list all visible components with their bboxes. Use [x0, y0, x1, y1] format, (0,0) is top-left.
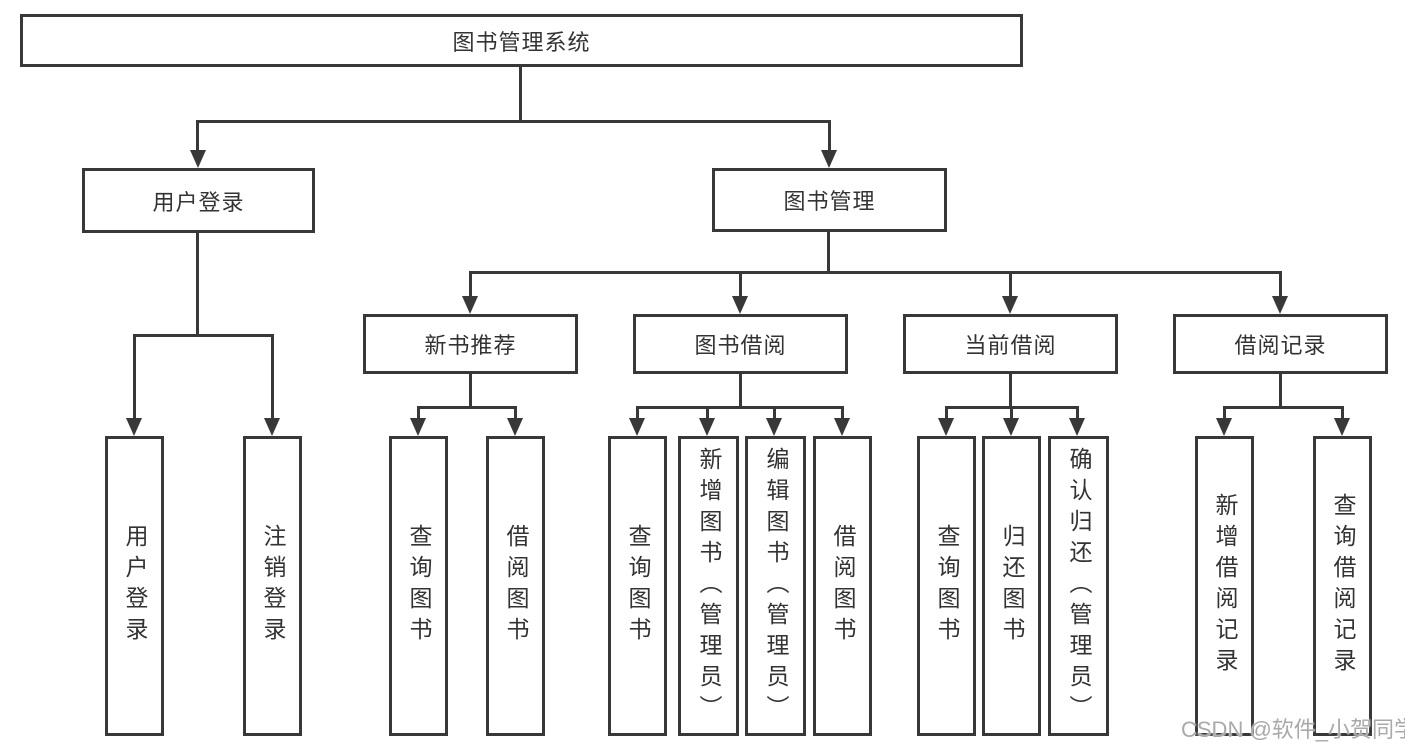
connector-drop-new-book	[469, 271, 472, 298]
connector-drop-borrow-record	[1279, 271, 1282, 298]
connector-user-login-stem	[196, 233, 199, 337]
arrow-down-icon	[938, 418, 954, 436]
leaf-add-book-admin: 新增图书（管理员）	[678, 436, 739, 736]
leaf-borrow-books-recommend: 借阅图书	[486, 436, 545, 736]
connector-new-book-bar	[417, 406, 517, 409]
arrow-down-icon	[264, 418, 280, 436]
arrow-down-icon	[1069, 418, 1085, 436]
connector-current-borrow-stem	[1009, 372, 1012, 409]
leaf-label: 借阅图书	[503, 524, 529, 648]
leaf-edit-book-admin: 编辑图书（管理员）	[745, 436, 806, 736]
connector-drop	[417, 406, 420, 420]
arrow-down-icon	[190, 150, 206, 168]
node-book-borrowing: 图书借阅	[633, 314, 848, 374]
arrow-down-icon	[1003, 418, 1019, 436]
connector-drop	[945, 406, 948, 420]
connector-drop	[1076, 406, 1079, 420]
arrow-down-icon	[126, 418, 142, 436]
connector-drop-leaf-user-login	[133, 334, 136, 420]
node-label: 借阅记录	[1234, 333, 1327, 358]
leaf-return-books: 归还图书	[982, 436, 1041, 736]
connector-book-borrow-bar	[636, 406, 844, 409]
leaf-query-books-current: 查询图书	[917, 436, 976, 736]
leaf-label: 新增借阅记录	[1212, 493, 1238, 679]
connector-root-stem	[519, 67, 522, 122]
leaf-label: 用户登录	[122, 524, 148, 648]
arrow-down-icon	[1216, 418, 1232, 436]
leaf-query-books-recommend: 查询图书	[389, 436, 448, 736]
leaf-label: 查询图书	[406, 524, 432, 648]
connector-book-mgmt-bar	[469, 271, 1282, 274]
leaf-label: 编辑图书（管理员）	[763, 446, 789, 726]
connector-drop	[706, 406, 709, 420]
leaf-label: 查询图书	[934, 524, 960, 648]
leaf-label: 新增图书（管理员）	[696, 446, 722, 726]
arrow-down-icon	[410, 418, 426, 436]
leaf-label: 归还图书	[999, 524, 1025, 648]
connector-root-bar	[196, 120, 830, 123]
connector-new-book-stem	[469, 372, 472, 409]
arrow-down-icon	[462, 296, 478, 314]
connector-drop	[514, 406, 517, 420]
connector-drop	[773, 406, 776, 420]
node-label: 图书借阅	[694, 333, 787, 358]
connector-drop	[1341, 406, 1344, 420]
leaf-query-books-borrowing: 查询图书	[608, 436, 667, 736]
arrow-down-icon	[1272, 296, 1288, 314]
connector-drop-leaf-logout	[271, 334, 274, 420]
node-current-borrowing: 当前借阅	[903, 314, 1118, 374]
arrow-down-icon	[1334, 418, 1350, 436]
connector-borrow-record-bar	[1223, 406, 1344, 409]
connector-borrow-record-stem	[1279, 372, 1282, 409]
node-label: 新书推荐	[424, 333, 517, 358]
arrow-down-icon	[699, 418, 715, 436]
connector-drop	[841, 406, 844, 420]
node-label: 图书管理系统	[452, 29, 591, 55]
connector-drop-user-login	[196, 120, 199, 154]
csdn-watermark: CSDN @软件_小贺同学	[1181, 717, 1405, 742]
node-label: 图书管理	[783, 189, 876, 214]
node-label: 用户登录	[152, 189, 245, 215]
connector-drop	[1010, 406, 1013, 420]
arrow-down-icon	[507, 418, 523, 436]
arrow-down-icon	[1002, 296, 1018, 314]
node-new-book-recommend: 新书推荐	[363, 314, 578, 374]
node-user-login: 用户登录	[82, 168, 315, 233]
leaf-label: 查询借阅记录	[1330, 493, 1356, 679]
connector-drop-current-borrow	[1009, 271, 1012, 298]
node-book-management: 图书管理	[712, 168, 947, 232]
connector-drop-book-borrow	[739, 271, 742, 298]
node-borrow-records: 借阅记录	[1173, 314, 1388, 374]
connector-drop	[636, 406, 639, 420]
connector-book-mgmt-stem	[827, 232, 830, 274]
connector-drop	[1223, 406, 1226, 420]
leaf-label: 确认归还（管理员）	[1066, 446, 1092, 726]
connector-user-login-bar	[133, 334, 274, 337]
leaf-label: 注销登录	[260, 524, 286, 648]
leaf-user-login: 用户登录	[105, 436, 164, 736]
arrow-down-icon	[834, 418, 850, 436]
leaf-query-borrow-record: 查询借阅记录	[1313, 436, 1372, 736]
leaf-label: 借阅图书	[830, 524, 856, 648]
arrow-down-icon	[732, 296, 748, 314]
arrow-down-icon	[821, 150, 837, 168]
leaf-borrow-books-borrowing: 借阅图书	[813, 436, 872, 736]
node-label: 当前借阅	[964, 333, 1057, 358]
arrow-down-icon	[766, 418, 782, 436]
connector-drop-book-mgmt	[828, 120, 831, 154]
node-root-system: 图书管理系统	[20, 14, 1023, 67]
leaf-confirm-return-admin: 确认归还（管理员）	[1048, 436, 1109, 736]
leaf-logout: 注销登录	[243, 436, 302, 736]
connector-book-borrow-stem	[739, 372, 742, 409]
leaf-add-borrow-record: 新增借阅记录	[1195, 436, 1254, 736]
leaf-label: 查询图书	[625, 524, 651, 648]
arrow-down-icon	[629, 418, 645, 436]
